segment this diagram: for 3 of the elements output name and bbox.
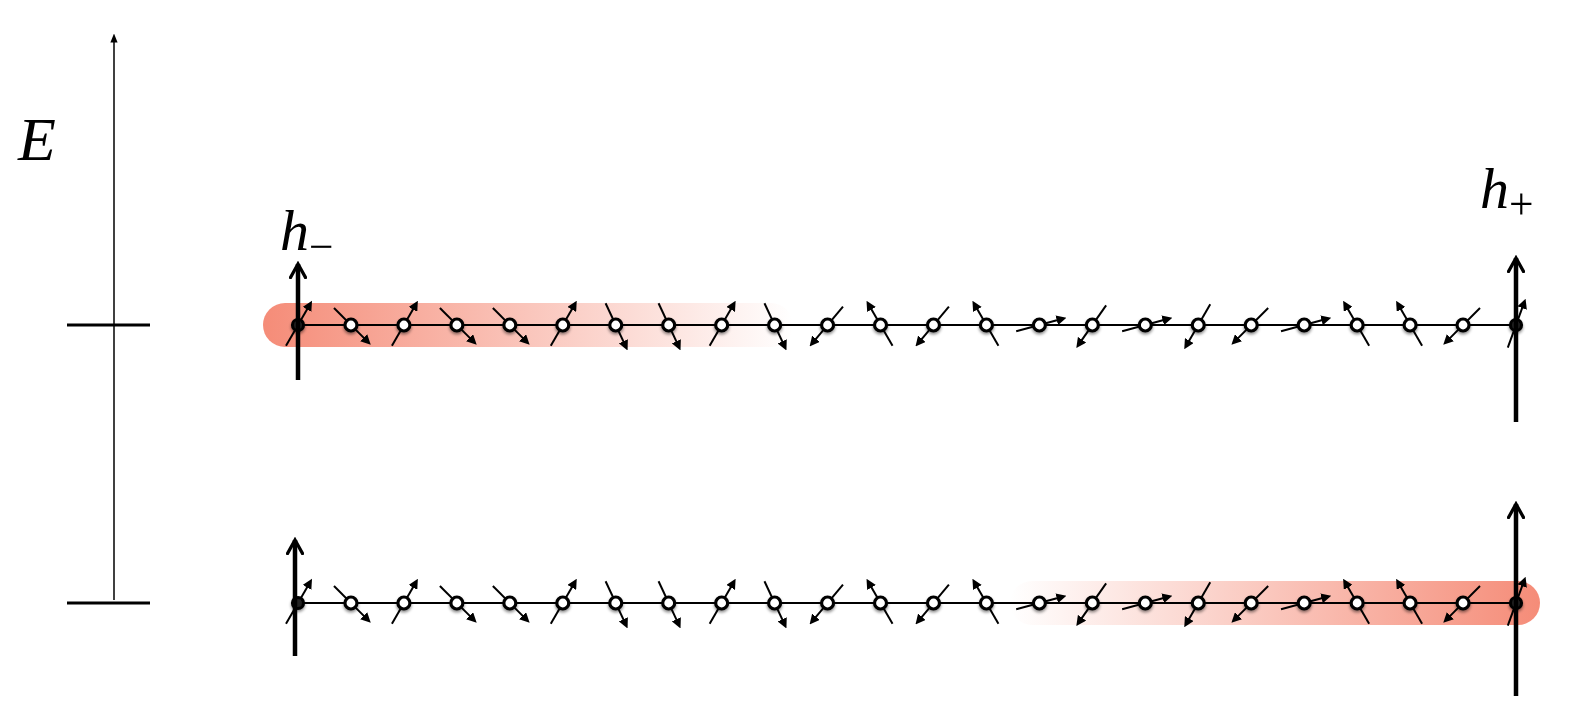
field-label: h$_{+}$ xyxy=(1480,160,1534,227)
axis-label: E xyxy=(18,108,56,170)
field-label: h$_{−}$ xyxy=(280,202,334,269)
